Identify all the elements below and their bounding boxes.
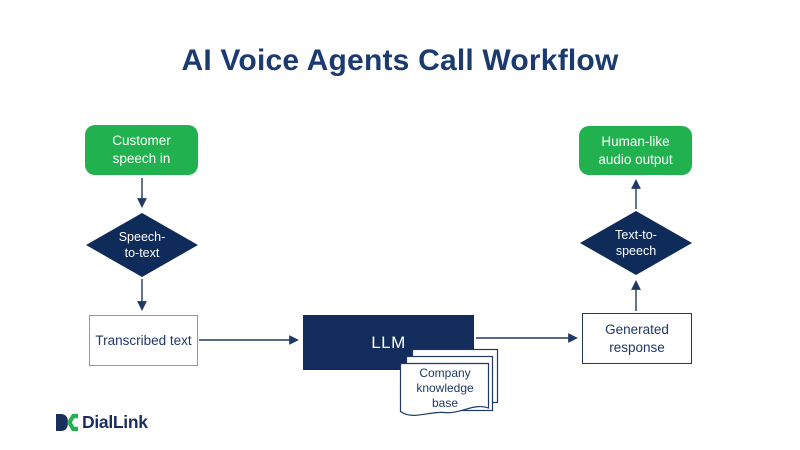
page-title: AI Voice Agents Call Workflow bbox=[181, 44, 619, 77]
document-stack-icon bbox=[399, 348, 499, 416]
node-label-line: Customer bbox=[112, 133, 171, 148]
node-customer-speech-in: Customer speech in bbox=[85, 125, 198, 175]
node-label-line: Human-like bbox=[601, 133, 670, 149]
node-company-knowledge-base: Company knowledge base bbox=[401, 366, 489, 411]
node-label-line: Speech- bbox=[118, 230, 166, 244]
node-generated-response: Generated response bbox=[582, 313, 692, 364]
node-human-like-audio-output: Human-like audio output bbox=[579, 126, 692, 175]
node-label-line: Text-to- bbox=[615, 228, 657, 242]
node-label-line: speech in bbox=[112, 151, 171, 166]
node-label-line: Generated bbox=[605, 321, 669, 337]
node-speech-to-text: Speech- to-text bbox=[86, 213, 198, 277]
diallink-logo: DialLink bbox=[56, 412, 148, 433]
node-label-line: LLM bbox=[371, 332, 406, 352]
node-label-line: audio output bbox=[598, 151, 673, 167]
node-text-to-speech: Text-to- speech bbox=[580, 211, 692, 275]
node-label-line: to-text bbox=[124, 246, 160, 260]
node-label-line: response bbox=[609, 339, 665, 355]
diallink-logo-mark-icon bbox=[56, 414, 78, 431]
node-llm: LLM bbox=[303, 315, 474, 370]
node-transcribed-text: Transcribed text bbox=[89, 315, 198, 366]
node-label-line: Transcribed text bbox=[95, 332, 192, 348]
node-label-line: knowledge bbox=[416, 381, 474, 395]
node-label-line: speech bbox=[615, 244, 657, 258]
node-label-line: base bbox=[431, 396, 459, 410]
diallink-logo-text: DialLink bbox=[82, 412, 148, 432]
node-label-line: Company bbox=[419, 366, 471, 380]
